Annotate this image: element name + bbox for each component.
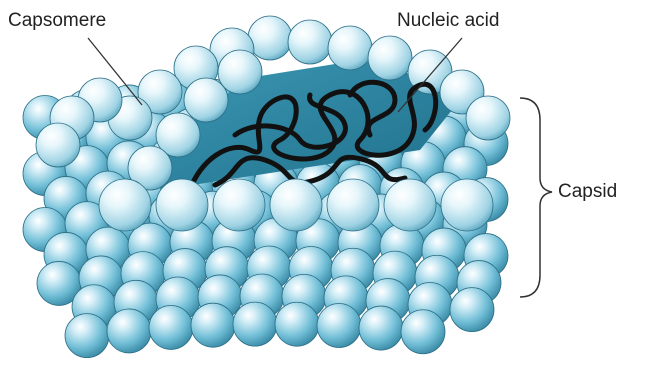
capsomere-sphere xyxy=(317,304,361,348)
capsomere-sphere xyxy=(65,314,109,358)
capsomere-label: Capsomere xyxy=(8,11,106,30)
capsomere-sphere xyxy=(191,303,235,347)
capsomere-sphere xyxy=(36,123,80,167)
capsomere-sphere xyxy=(384,179,436,231)
capsomere-sphere xyxy=(270,179,322,231)
capsomere-sphere xyxy=(368,36,412,80)
capsomere-sphere xyxy=(401,310,445,354)
capsid-bracket xyxy=(520,98,552,297)
capsomere-sphere xyxy=(450,288,494,332)
capsomere-sphere xyxy=(466,96,510,140)
capsomere-sphere xyxy=(233,302,277,346)
capsomere-sphere xyxy=(328,26,372,70)
capsomere-sphere xyxy=(248,16,292,60)
capsomere-sphere xyxy=(149,305,193,349)
capsomere-sphere xyxy=(327,179,379,231)
capsomere-sphere xyxy=(156,179,208,231)
capsomere-sphere xyxy=(441,179,493,231)
capsomere-sphere xyxy=(107,309,151,353)
capsomere-sphere xyxy=(218,50,262,94)
capsomere-sphere xyxy=(184,78,228,122)
capsomere-sphere xyxy=(99,179,151,231)
capsomere-sphere xyxy=(213,179,265,231)
nucleic-acid-label: Nucleic acid xyxy=(397,11,499,30)
capsomere-sphere xyxy=(288,20,332,64)
capsomere-sphere xyxy=(275,302,319,346)
capsomere-sphere xyxy=(359,306,403,350)
capsid-label: Capsid xyxy=(558,182,617,201)
